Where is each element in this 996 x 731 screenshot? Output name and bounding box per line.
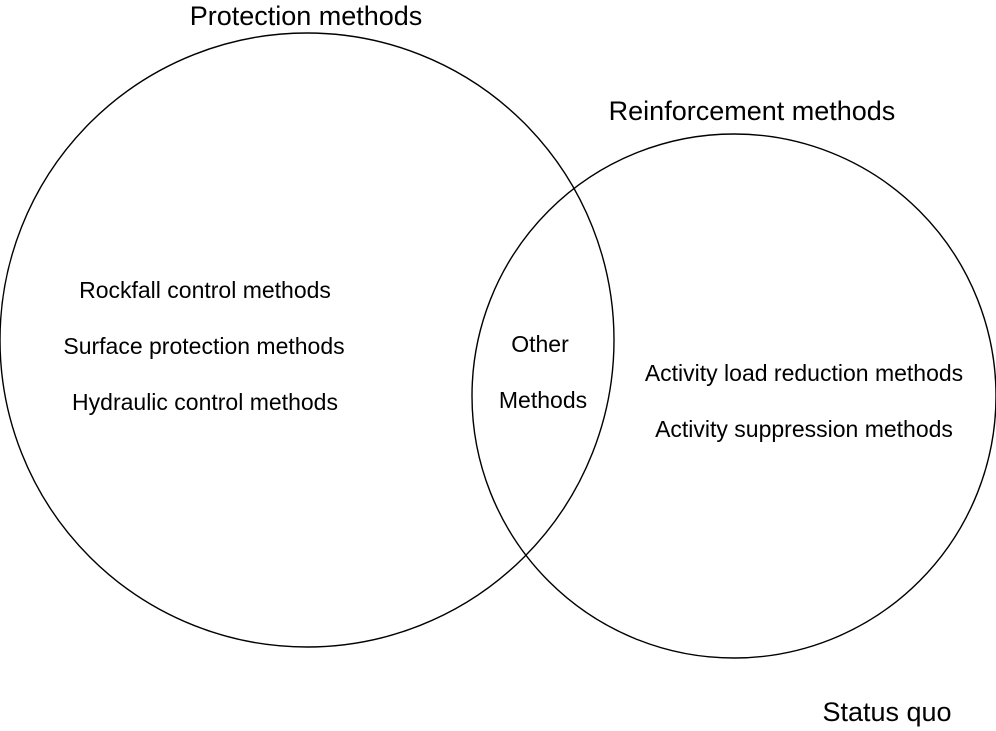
protection-methods-label: Protection methods [190,1,423,31]
hydraulic-control-methods-text: Hydraulic control methods [72,389,338,415]
protection-methods-circle [0,32,615,648]
activity-load-reduction-methods-text: Activity load reduction methods [645,360,963,386]
reinforcement-methods-label: Reinforcement methods [609,96,896,126]
rockfall-control-methods-text: Rockfall control methods [79,277,331,303]
reinforcement-methods-circle [471,133,996,659]
activity-suppression-methods-text: Activity suppression methods [655,416,953,442]
status-quo-label: Status quo [822,697,951,727]
surface-protection-methods-text: Surface protection methods [63,333,344,359]
intersection-other-text: Other [511,331,569,357]
intersection-methods-text: Methods [499,387,587,413]
